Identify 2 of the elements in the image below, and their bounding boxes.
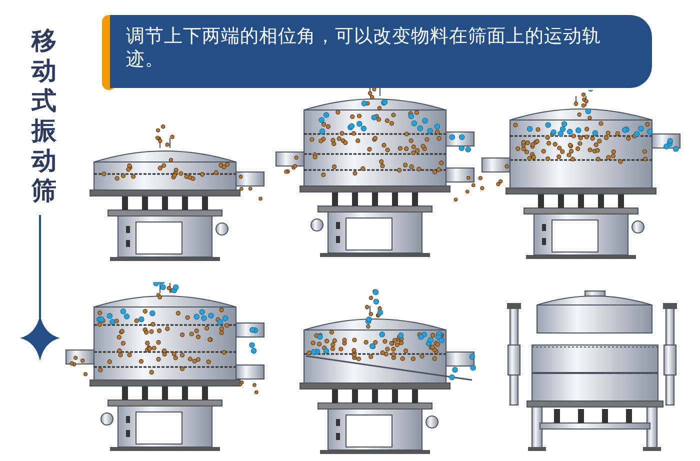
vertical-title: 移动式振动筛 — [30, 26, 58, 206]
banner-box: 调节上下两端的相位角，可以改变物料在筛面上的运动轨迹。 — [110, 15, 652, 88]
